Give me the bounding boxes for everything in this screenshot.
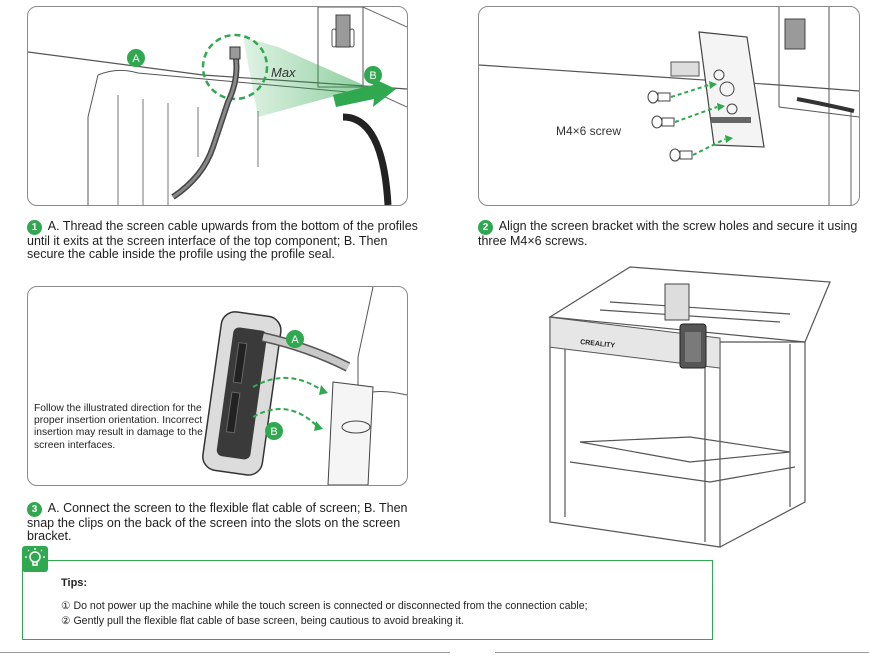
screw-label: M4×6 screw: [556, 124, 621, 138]
step2-illustration-panel: M4×6 screw: [478, 6, 860, 206]
bracket-mounting-drawing: M4×6 screw: [479, 7, 859, 205]
label-b-text: B: [369, 70, 376, 82]
screen-connect-drawing: A B: [202, 287, 407, 485]
label-a-text-step3: A: [291, 334, 299, 346]
step3-text: A. Connect the screen to the flexible fl…: [27, 501, 408, 543]
max-label: Max: [271, 65, 296, 80]
printer-illustration: CREALITY: [548, 266, 831, 548]
step2-number-badge: 2: [478, 220, 493, 235]
tips-title: Tips:: [61, 577, 88, 589]
step1-illustration-panel: A B Max: [27, 6, 408, 206]
insertion-warning-note: Follow the illustrated direction for the…: [34, 403, 203, 451]
step3-number-badge: 3: [27, 502, 42, 517]
tips-box: [22, 560, 713, 640]
step3-illustration-panel: A B: [27, 286, 408, 486]
footer-divider-left: [0, 652, 450, 653]
step1-instruction: 1 A. Thread the screen cable upwards fro…: [27, 220, 419, 261]
label-b-badge-step3: [265, 422, 283, 440]
label-a-text: A: [132, 53, 140, 65]
footer-divider-right: [495, 652, 869, 653]
step2-instruction: 2 Align the screen bracket with the scre…: [478, 220, 863, 248]
cable-threading-drawing: A B Max: [28, 7, 407, 205]
printer-brand: CREALITY: [580, 339, 616, 350]
step1-number-badge: 1: [27, 220, 42, 235]
step2-text: Align the screen bracket with the screw …: [478, 219, 858, 248]
step3-instruction: 3 A. Connect the screen to the flexible …: [27, 502, 419, 543]
tip-item-2: ② Gently pull the flexible flat cable of…: [61, 615, 464, 627]
lightbulb-icon: [22, 546, 48, 572]
label-a-badge: [127, 49, 145, 67]
label-b-text-step3: B: [270, 426, 277, 438]
label-a-badge-step3: [286, 330, 304, 348]
label-b-badge: [364, 66, 382, 84]
tip-item-1: ① Do not power up the machine while the …: [61, 600, 588, 612]
step1-text: A. Thread the screen cable upwards from …: [27, 219, 418, 261]
